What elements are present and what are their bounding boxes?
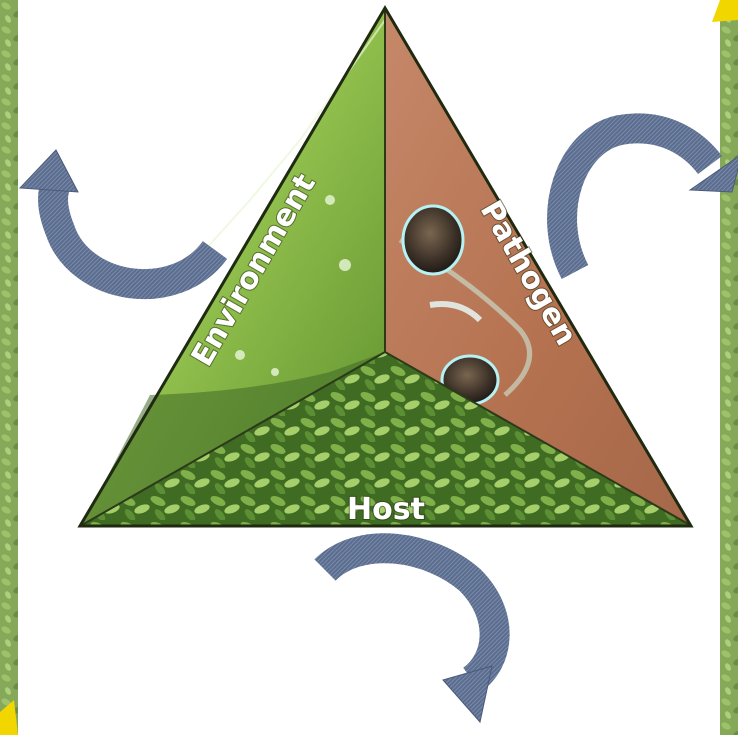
water-droplet: [235, 350, 245, 360]
water-droplet: [271, 368, 279, 376]
water-droplet: [325, 195, 335, 205]
spore: [403, 206, 463, 274]
water-droplet: [339, 259, 351, 271]
host-label: Host: [347, 492, 425, 527]
